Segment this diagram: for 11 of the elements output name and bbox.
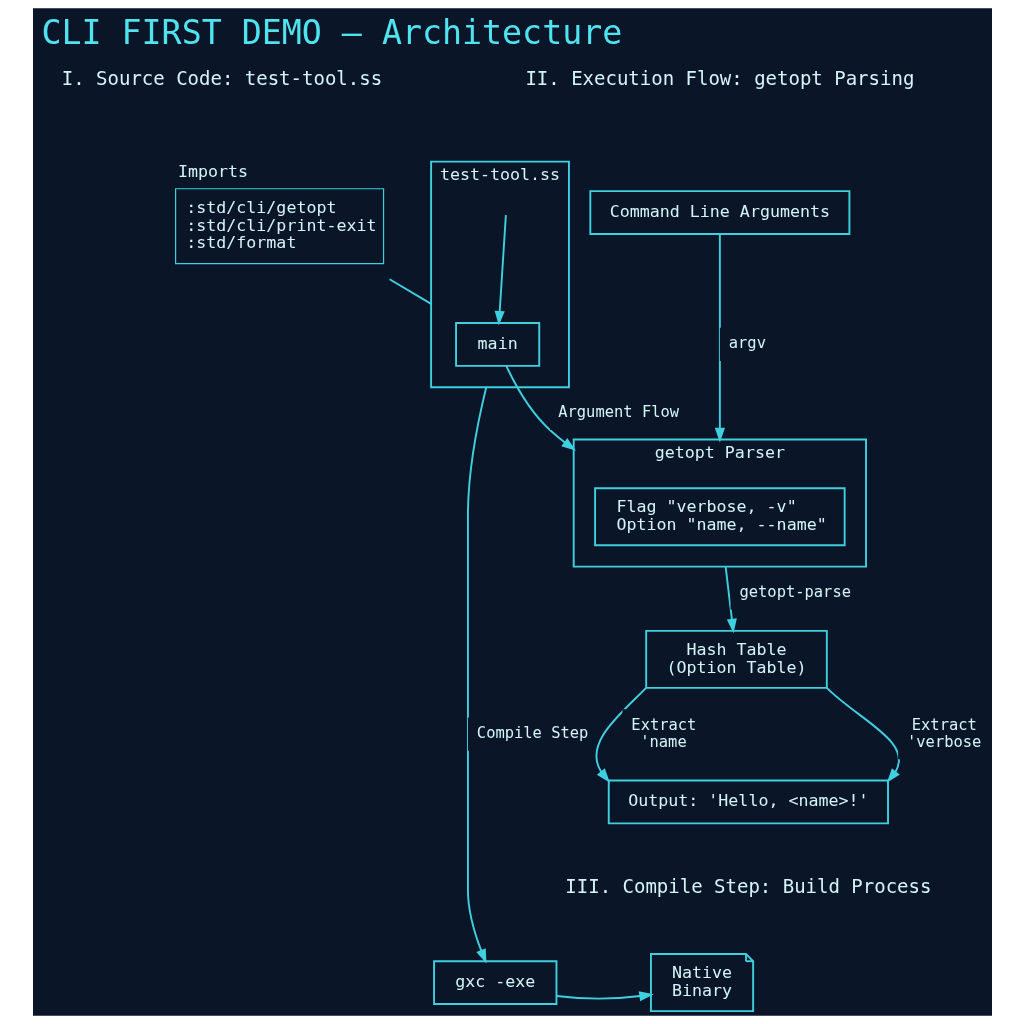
edge-label: Compile Step	[476, 724, 588, 743]
label: II. Execution Flow: getopt Parsing	[524, 67, 914, 90]
edge-label: Extract 'name	[630, 715, 696, 751]
node-label: Imports	[177, 162, 248, 182]
edge-label: argv	[728, 334, 766, 353]
label: I. Source Code: test-tool.ss	[61, 67, 382, 90]
edge-label: getopt-parse	[738, 582, 851, 601]
label: III. Compile Step: Build Process	[564, 875, 931, 898]
edge-label: Argument Flow	[557, 403, 679, 422]
diagram-title: CLI FIRST DEMO — Architecture	[40, 13, 622, 53]
edge-label: Extract 'verbose	[906, 715, 981, 751]
